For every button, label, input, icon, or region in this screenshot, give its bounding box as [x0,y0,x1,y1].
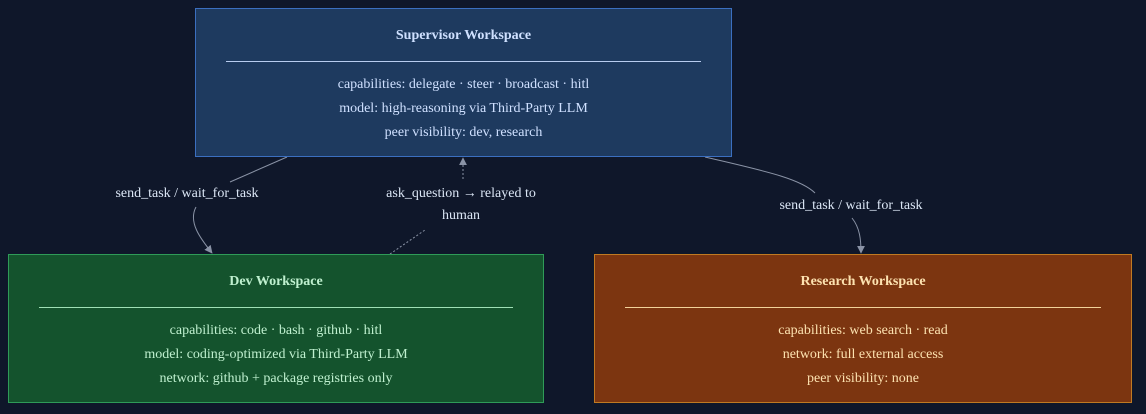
node-line-network: network: full external access [782,347,944,362]
node-title: Dev Workspace [229,274,323,289]
edge-label-ask-question-line1: ask_question → relayed to [386,186,536,201]
edge-label-send-task-research: send_task / wait_for_task [779,198,923,213]
node-line-capabilities: capabilities: delegate · steer · broadca… [337,77,590,92]
node-line-capabilities: capabilities: code · bash · github · hit… [169,323,383,338]
node-line-network: network: github + package registries onl… [159,371,393,386]
node-line-model: model: high-reasoning via Third-Party LL… [339,101,588,116]
node-title: Supervisor Workspace [395,28,532,43]
supervisor-workspace-node: Supervisor Workspace capabilities: deleg… [195,8,732,157]
node-line-peer-visibility: peer visibility: none [807,371,919,386]
edge-label-send-task-dev: send_task / wait_for_task [115,186,259,201]
divider [625,307,1101,308]
divider [39,307,513,308]
node-title: Research Workspace [800,274,926,289]
edge-dev-to-supervisor [389,229,426,255]
edge-supervisor-to-research [704,156,816,194]
edge-supervisor-to-dev [229,156,288,183]
edge-supervisor-to-research-arrow [851,217,865,254]
node-line-peer-visibility: peer visibility: dev, research [384,125,543,140]
node-line-capabilities: capabilities: web search · read [778,323,948,338]
edge-supervisor-to-dev-arrow [192,206,213,254]
divider [226,61,701,62]
dev-workspace-node: Dev Workspace capabilities: code · bash … [8,254,544,403]
edge-label-ask-question-line2: human [441,208,481,223]
node-line-model: model: coding-optimized via Third-Party … [144,347,408,362]
edge-label-ask-question: ask_question → relayed to human [360,183,562,227]
research-workspace-node: Research Workspace capabilities: web sea… [594,254,1132,403]
